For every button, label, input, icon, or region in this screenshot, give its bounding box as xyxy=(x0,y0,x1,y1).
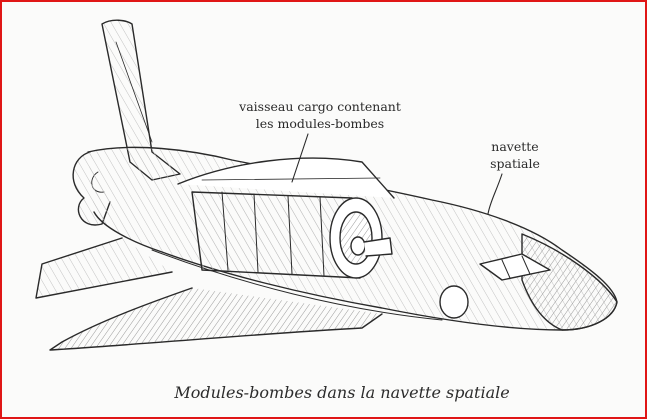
wing-front xyxy=(49,287,383,351)
shuttle-leader-line xyxy=(487,173,503,215)
wing-rear xyxy=(35,237,173,299)
shuttle-label-line2: spatiale xyxy=(490,156,540,171)
nose-cone xyxy=(521,233,618,331)
cargo-vessel xyxy=(191,191,393,279)
figure-caption: Modules-bombes dans la navette spatiale xyxy=(174,383,510,402)
cargo-bay-door xyxy=(177,157,395,199)
cargo-leader-line xyxy=(291,133,309,183)
cargo-label-line1: vaisseau cargo contenant xyxy=(239,99,401,114)
cargo-vessel-label: vaisseau cargo contenant les modules-bom… xyxy=(220,98,420,132)
shuttle-label-line1: navette xyxy=(491,139,539,154)
side-porthole xyxy=(439,285,469,319)
cargo-label-line2: les modules-bombes xyxy=(255,116,385,131)
cockpit-windows xyxy=(479,253,551,281)
shuttle-label: navette spatiale xyxy=(470,138,560,172)
